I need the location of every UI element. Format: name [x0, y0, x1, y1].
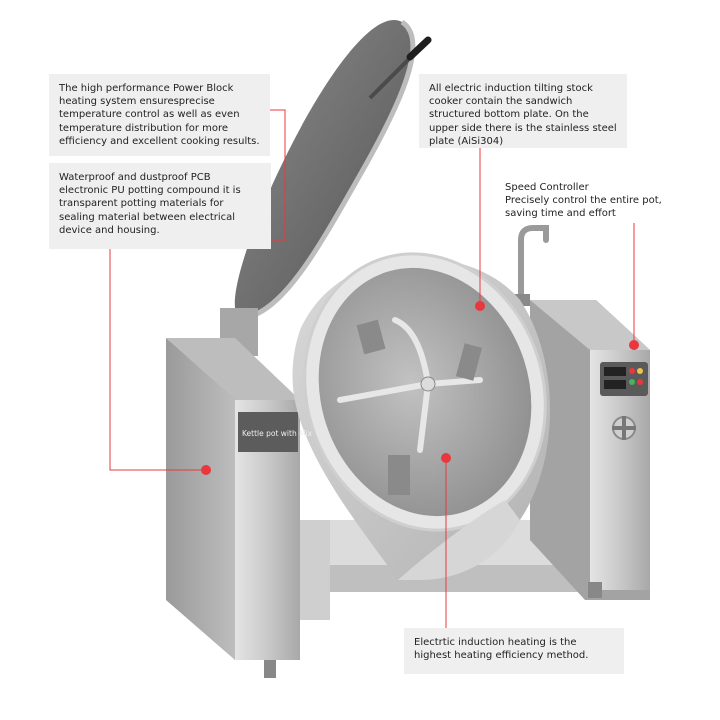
callout-induction-text: Electrtic induction heating is the highe…	[414, 637, 589, 662]
callout-potting-text: Waterproof and dustproof PCB electronic …	[59, 172, 241, 236]
callout-heating-block-text: The high performance Power Block heating…	[59, 83, 260, 147]
callout-bottom-plate: All electric induction tilting stock coo…	[419, 74, 627, 148]
callout-speed-body: Precisely control the entire pot, saving…	[505, 195, 662, 220]
right-cabinet	[530, 300, 650, 600]
callout-bottom-plate-text: All electric induction tilting stock coo…	[429, 83, 617, 147]
left-cabinet	[166, 338, 300, 678]
callout-induction: Electrtic induction heating is the highe…	[404, 628, 624, 674]
panel-label: Kettle pot with Mix	[242, 429, 313, 438]
lid	[220, 19, 432, 356]
tilted-pot	[292, 252, 550, 580]
callout-speed-controller: Speed Controller Precisely control the e…	[497, 175, 700, 223]
leader-lines	[109, 109, 635, 628]
callout-heating-block: The high performance Power Block heating…	[49, 74, 270, 156]
callout-potting: Waterproof and dustproof PCB electronic …	[49, 163, 271, 249]
faucet	[512, 225, 549, 306]
callout-speed-title: Speed Controller	[505, 182, 589, 193]
